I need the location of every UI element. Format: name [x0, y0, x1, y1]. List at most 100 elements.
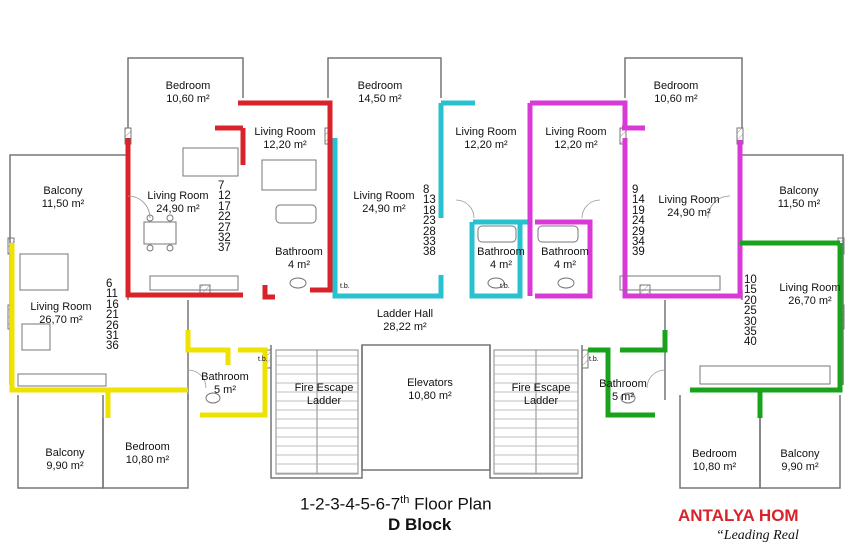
- title-suffix: Floor Plan: [409, 494, 492, 514]
- unit-number: 7: [218, 180, 225, 192]
- room-living-red: Living Room 24,90 m²: [133, 190, 223, 216]
- room-area: Ladder: [523, 395, 559, 407]
- room-name: Bedroom: [165, 80, 211, 92]
- unit-number: 26: [106, 319, 119, 332]
- block-name: D Block: [388, 515, 452, 534]
- bathtub-icon: [275, 204, 579, 243]
- unit-cyan-walls: [332, 100, 530, 299]
- unit-magenta-walls: [527, 100, 743, 299]
- room-bedroom-bottom-left: Bedroom 10,80 m²: [110, 441, 185, 467]
- room-elevators: Elevators 10,80 m²: [390, 377, 470, 403]
- unit-number: 9: [632, 184, 639, 196]
- unit-red-walls: [125, 100, 333, 300]
- unit-number: 30: [744, 315, 757, 328]
- room-area: 24,90 m²: [156, 203, 200, 215]
- room-area: 10,80 m²: [408, 390, 452, 402]
- unit-number: 14: [632, 194, 645, 207]
- room-area: 26,70 m²: [788, 295, 832, 307]
- unit-number: 21: [106, 309, 119, 322]
- room-name: Bedroom: [357, 80, 403, 92]
- room-fire-escape-right: Fire Escape Ladder: [501, 382, 581, 408]
- kitchen-counter-icon: [17, 147, 831, 387]
- unit-number: 13: [423, 194, 436, 207]
- room-bedroom-top-right: Bedroom 10,60 m²: [636, 80, 716, 106]
- room-ladder-hall: Ladder Hall 28,22 m²: [360, 308, 450, 334]
- stair-icon: [275, 349, 579, 475]
- unit-number: 15: [744, 284, 757, 297]
- room-name: Balcony: [780, 448, 820, 460]
- room-name: Living Room: [30, 301, 92, 313]
- room-area: 9,90 m²: [46, 460, 84, 472]
- room-area: 4 m²: [554, 259, 576, 271]
- room-name: Living Room: [147, 190, 209, 202]
- room-name: Living Room: [455, 126, 517, 138]
- room-area: 9,90 m²: [781, 461, 819, 473]
- room-area: 14,50 m²: [358, 93, 402, 105]
- unit-number: 37: [218, 242, 231, 255]
- building-outline: [9, 57, 844, 489]
- room-bathroom-green: Bathroom 5 m²: [588, 378, 658, 404]
- room-name: Bathroom: [201, 371, 249, 383]
- room-area: 24,90 m²: [362, 203, 406, 215]
- unit-number: 27: [218, 221, 231, 234]
- unit-number: 38: [423, 246, 436, 259]
- room-name: Fire Escape: [511, 382, 571, 394]
- room-name: Living Room: [658, 194, 720, 206]
- room-area: 12,20 m²: [464, 139, 508, 151]
- unit-number: 23: [423, 215, 436, 228]
- room-area: 24,90 m²: [667, 207, 711, 219]
- title-ordinal: th: [400, 494, 410, 506]
- room-bedroom-bottom-right: Bedroom 10,80 m²: [677, 448, 752, 474]
- unit-number: 40: [744, 336, 757, 349]
- unit-number: 32: [218, 232, 231, 245]
- unit-number: 18: [423, 204, 436, 217]
- room-fire-escape-left: Fire Escape Ladder: [284, 382, 364, 408]
- unit-numbers-cyan: 8 13 18 23 28 33 38: [423, 184, 436, 259]
- unit-number: 22: [218, 211, 231, 224]
- shaft-label: t.b.: [340, 283, 350, 290]
- room-bathroom-red: Bathroom 4 m²: [264, 246, 334, 272]
- unit-numbers-magenta: 9 14 19 24 29 34 39: [632, 184, 645, 258]
- room-name: Ladder Hall: [376, 308, 434, 320]
- unit-number: 16: [106, 298, 119, 311]
- dining-table-icon: [21, 214, 177, 351]
- room-balcony-right-bottom: Balcony 9,90 m²: [765, 448, 835, 474]
- room-area: 26,70 m²: [39, 314, 83, 326]
- room-name: Balcony: [45, 447, 85, 459]
- room-area: Ladder: [306, 395, 342, 407]
- room-name: Bathroom: [477, 246, 525, 258]
- unit-numbers-green: 10 15 20 25 30 35 40: [744, 274, 757, 349]
- room-balcony-left-bottom: Balcony 9,90 m²: [30, 447, 100, 473]
- sink-icon: [205, 277, 636, 404]
- unit-number: 33: [423, 236, 436, 249]
- shaft-label: t.b.: [258, 356, 268, 363]
- room-area: 11,50 m²: [41, 198, 85, 210]
- unit-number: 24: [632, 215, 645, 228]
- room-bathroom-cyan: Bathroom 4 m²: [466, 246, 536, 272]
- unit-number: 25: [744, 305, 757, 318]
- unit-number: 36: [106, 340, 119, 353]
- room-area: 5 m²: [612, 391, 634, 403]
- door-swing-icon: [127, 195, 731, 389]
- room-name: Bedroom: [692, 448, 737, 460]
- room-area: 12,20 m²: [263, 139, 307, 151]
- room-name: Bedroom: [653, 80, 699, 92]
- room-area: 10,80 m²: [692, 461, 737, 473]
- room-bathroom-yellow: Bathroom 5 m²: [190, 371, 260, 397]
- room-name: Living Room: [545, 126, 607, 138]
- room-living-cyan: Living Room 24,90 m²: [339, 190, 429, 216]
- unit-number: 12: [218, 190, 231, 203]
- shaft-label: t.b.: [500, 283, 510, 290]
- room-name: Bathroom: [599, 378, 647, 390]
- room-balcony-right-top: Balcony 11,50 m²: [764, 185, 834, 211]
- room-area: 12,20 m²: [554, 139, 598, 151]
- unit-number: 10: [744, 274, 757, 286]
- unit-number: 35: [744, 326, 757, 339]
- unit-number: 29: [632, 225, 645, 238]
- room-name: Elevators: [407, 377, 453, 389]
- unit-number: 11: [106, 288, 118, 301]
- plan-title: 1-2-3-4-5-6-7th Floor Plan: [300, 494, 492, 515]
- room-bathroom-magenta: Bathroom 4 m²: [530, 246, 600, 272]
- room-name: Bedroom: [125, 441, 170, 453]
